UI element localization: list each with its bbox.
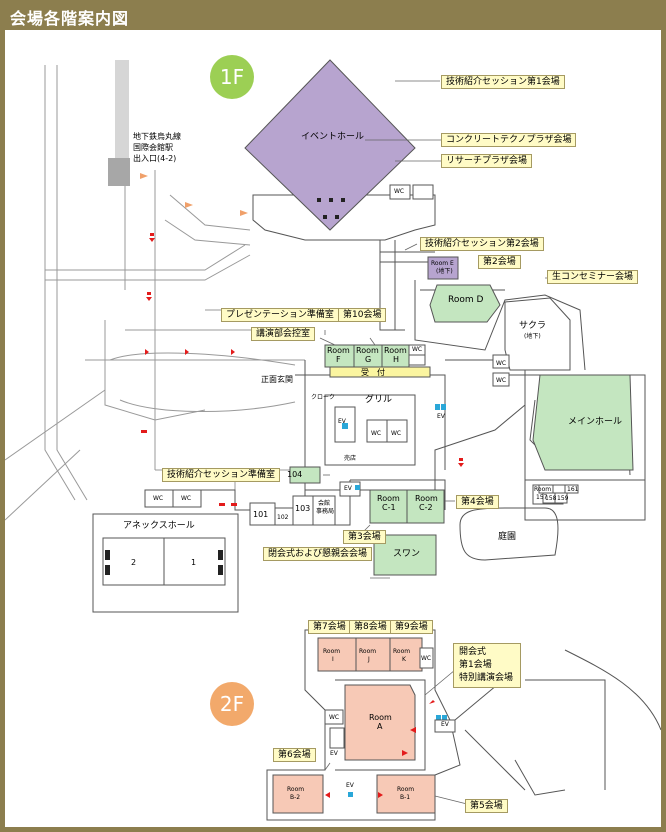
wc-label-annex-1: WC (153, 495, 164, 502)
wc-label-grill-1: WC (371, 430, 382, 437)
room-g-label-2: G (365, 355, 372, 364)
callout-seicon: 生コンセミナー会場 (547, 270, 639, 284)
shop-label: 売店 (344, 455, 357, 462)
annex-room-1-label: 1 (191, 558, 197, 567)
subway-label-line1: 地下鉄烏丸線 (133, 132, 181, 141)
callout-venue9: 第9会場 (390, 620, 433, 634)
callout-venue3: 第3会場 (343, 530, 386, 544)
floor-plan-drawing (5, 59, 661, 821)
callout-prep-room: 技術紹介セッション準備室 (162, 468, 281, 482)
room-102-label: 102 (277, 514, 289, 521)
room-103-label: 103 (295, 504, 311, 513)
room-k-label-2: K (402, 656, 406, 663)
room-157-label-1: Room (534, 486, 552, 493)
callout-venue6: 第6会場 (273, 748, 316, 762)
wc-label-east-2: WC (496, 377, 507, 384)
garden-label: 庭園 (498, 532, 517, 542)
title-bar: 会場各階案内図 (0, 0, 666, 30)
room-c1-label-1: Room (377, 494, 400, 503)
room-i-label-1: Room (323, 648, 341, 655)
callout-opening: 開会式 第1会場 特別講演会場 (453, 643, 521, 688)
callout-venue10: 第10会場 (338, 308, 387, 322)
callout-venue8: 第8会場 (349, 620, 392, 634)
room-f-label-1: Room (327, 346, 350, 355)
ev-label-1f: EV (338, 418, 346, 425)
room-j-label-1: Room (359, 648, 377, 655)
room-i-label-2: I (332, 656, 334, 663)
wc-label-fgh: WC (412, 346, 423, 353)
room-a-label-1: Room (369, 713, 392, 722)
main-hall-label: メインホール (568, 417, 623, 427)
callout-venue5: 第5会場 (465, 799, 508, 813)
callout-lecturer: 講演部会控室 (251, 327, 316, 341)
room-104-label: 104 (287, 470, 303, 479)
annex-hall-label: アネックスホール (123, 521, 195, 531)
room-159-label: 159 (557, 495, 569, 502)
room-158-label: 158 (545, 495, 557, 502)
room-k-label-1: Room (393, 648, 411, 655)
room-161-label: 161 (567, 486, 579, 493)
callout-session1: 技術紹介セッション第1会場 (441, 75, 565, 89)
swan-label: スワン (393, 549, 421, 559)
room-157-label-2: 157 (536, 494, 548, 501)
room-b2-label-2: B-2 (290, 794, 301, 801)
callout-venue7: 第7会場 (308, 620, 351, 634)
wc-label-2f-a: WC (329, 714, 340, 721)
wc-label-2f-k: WC (421, 655, 432, 662)
callout-research: リサーチプラザ会場 (441, 154, 533, 168)
room-c2-label-1: Room (415, 494, 438, 503)
event-hall-label: イベントホール (301, 132, 365, 142)
room-b1-label-1: Room (397, 786, 415, 793)
ev-label-2f-a: EV (330, 750, 338, 757)
room-h-label-1: Room (384, 346, 407, 355)
sakura-sub-label: (地下) (524, 333, 541, 340)
room-a-label-2: A (377, 722, 383, 731)
wc-label-grill-2: WC (391, 430, 402, 437)
callout-venue2: 第2会場 (478, 255, 521, 269)
ev-label-2f-b: EV (346, 782, 354, 789)
annex-room-2-label: 2 (131, 558, 137, 567)
wc-label-east-1: WC (496, 360, 507, 367)
room-f-label-2: F (336, 355, 341, 364)
page-title: 会場各階案内図 (10, 9, 130, 28)
room-e-sub-label: (地下) (436, 268, 453, 275)
subway-label-line2: 国際会館駅 (133, 143, 173, 152)
callout-session2: 技術紹介セッション第2会場 (420, 237, 544, 251)
room-101-label: 101 (253, 510, 269, 519)
callout-presentation: プレゼンテーション準備室 (221, 308, 339, 322)
callout-closing: 閉会式および懇親会会場 (263, 547, 373, 561)
ev-label-east: EV (437, 413, 445, 420)
cloak-label: クローク (311, 394, 336, 401)
room-b2-label-1: Room (287, 786, 305, 793)
office-label-1: 会館 (318, 500, 331, 507)
callout-venue4: 第4会場 (456, 495, 499, 509)
floor-1f-badge: 1F (210, 55, 254, 99)
ev-label-2f-east: EV (441, 721, 449, 728)
room-g-label-1: Room (356, 346, 379, 355)
callout-concrete: コンクリートテクノプラザ会場 (441, 133, 577, 147)
callout-opening-text: 開会式 第1会場 特別講演会場 (459, 647, 514, 683)
room-c2-label-2: C-2 (419, 503, 433, 512)
wc-label-annex-2: WC (181, 495, 192, 502)
office-label-2: 事務局 (316, 508, 335, 515)
room-j-label-2: J (368, 656, 370, 663)
reception-label: 受 付 (361, 368, 385, 377)
ev-label-c: EV (344, 485, 352, 492)
room-d-label: Room D (448, 295, 484, 305)
room-e-label: Room E (431, 260, 454, 267)
sakura-label: サクラ (519, 321, 547, 331)
main-entrance-label: 正面玄関 (261, 375, 293, 384)
room-c1-label-2: C-1 (382, 503, 396, 512)
floor-map: 1F 2F 技術紹介セッション第1会場 コンクリートテクノプラザ会場 リサーチプ… (5, 30, 661, 827)
floor-2f-badge: 2F (210, 682, 254, 726)
room-h-label-2: H (393, 355, 400, 364)
room-b1-label-2: B-1 (400, 794, 411, 801)
subway-label-line3: 出入口(4-2) (133, 154, 177, 163)
wc-label-eventhall: WC (394, 188, 405, 195)
grill-label: グリル (365, 395, 393, 405)
